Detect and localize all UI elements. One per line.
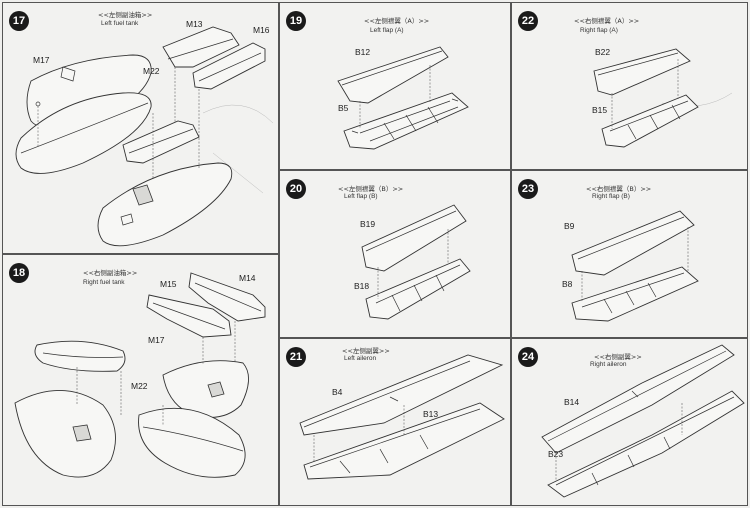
step-17-label-m22: M22 — [143, 66, 160, 76]
left-flap-a-drawing — [337, 46, 469, 150]
step-23-label-b8: B8 — [562, 279, 573, 289]
step-23-label-b9: B9 — [564, 221, 575, 231]
right-flap-a-drawing — [593, 48, 733, 148]
step-24-label-b14: B14 — [564, 397, 580, 407]
step-17-label-m16: M16 — [253, 25, 270, 35]
step-19-panel: 19 <<左侧襟翼（A）>> Left flap (A) B12 B5 — [279, 2, 511, 170]
step-20-title-en: Left flap (B) — [344, 193, 378, 200]
step-17-title-en: Left fuel tank — [101, 20, 139, 27]
left-fuel-tank-drawing — [15, 26, 274, 247]
step-23-panel: 23 <<右侧襟翼（B）>> Right flap (B) B9 B8 — [511, 170, 748, 338]
step-22-panel: 22 <<右侧襟翼（A）>> Right flap (A) B22 B15 — [511, 2, 748, 170]
step-23-title-en: Right flap (B) — [592, 193, 630, 200]
step-19-title-zh: <<左侧襟翼（A）>> — [364, 17, 430, 25]
right-flap-b-drawing — [571, 210, 699, 322]
step-18-title-zh: <<右侧副油箱>> — [83, 269, 138, 277]
step-21-number: 21 — [286, 347, 306, 367]
left-aileron-drawing — [299, 354, 505, 480]
step-22-title-zh: <<右侧襟翼（A）>> — [574, 17, 640, 25]
step-19-title-en: Left flap (A) — [370, 27, 404, 34]
right-fuel-tank-drawing — [14, 272, 266, 478]
step-18-number: 18 — [9, 263, 29, 283]
step-18-label-m15: M15 — [160, 279, 177, 289]
step-17-label-m13: M13 — [186, 19, 203, 29]
step-17-panel: 17 <<左侧副油箱>> Left fuel tank M13 M16 M17 … — [2, 2, 279, 254]
step-22-number: 22 — [518, 11, 538, 31]
step-18-label-m14: M14 — [239, 273, 256, 283]
step-24-number: 24 — [518, 347, 538, 367]
step-23-title-zh: <<右侧襟翼（B）>> — [586, 185, 652, 193]
step-21-title-zh: <<左侧副翼>> — [342, 347, 390, 355]
step-20-title-zh: <<左侧襟翼（B）>> — [338, 185, 404, 193]
step-19-label-b12: B12 — [355, 47, 371, 57]
step-18-label-m17: M17 — [148, 335, 165, 345]
step-24-label-b23: B23 — [548, 449, 564, 459]
step-23-number: 23 — [518, 179, 538, 199]
step-19-label-b5: B5 — [338, 103, 349, 113]
step-20-number: 20 — [286, 179, 306, 199]
step-18-panel: 18 <<右侧副油箱>> Right fuel tank M15 M14 M17… — [2, 254, 279, 506]
step-21-label-b13: B13 — [423, 409, 439, 419]
step-21-title-en: Left aileron — [344, 355, 377, 362]
step-22-label-b15: B15 — [592, 105, 608, 115]
step-18-label-m22: M22 — [131, 381, 148, 391]
step-17-number: 17 — [9, 11, 29, 31]
step-19-number: 19 — [286, 11, 306, 31]
step-24-title-zh: <<右侧副翼>> — [594, 353, 642, 361]
step-24-title-en: Right aileron — [590, 361, 627, 368]
step-20-panel: 20 <<左侧襟翼（B）>> Left flap (B) B19 B18 — [279, 170, 511, 338]
step-21-label-b4: B4 — [332, 387, 343, 397]
step-22-label-b22: B22 — [595, 47, 611, 57]
left-flap-b-drawing — [361, 204, 471, 320]
step-21-panel: 21 <<左侧副翼>> Left aileron B4 B13 — [279, 338, 511, 506]
step-18-title-en: Right fuel tank — [83, 279, 125, 286]
step-17-label-m17: M17 — [33, 55, 50, 65]
step-17-title-zh: <<左侧副油箱>> — [98, 11, 153, 19]
step-20-label-b19: B19 — [360, 219, 376, 229]
step-20-label-b18: B18 — [354, 281, 370, 291]
step-24-panel: 24 <<右侧副翼>> Right aileron B14 B23 — [511, 338, 748, 506]
right-aileron-drawing — [541, 344, 745, 498]
step-22-title-en: Right flap (A) — [580, 27, 618, 34]
